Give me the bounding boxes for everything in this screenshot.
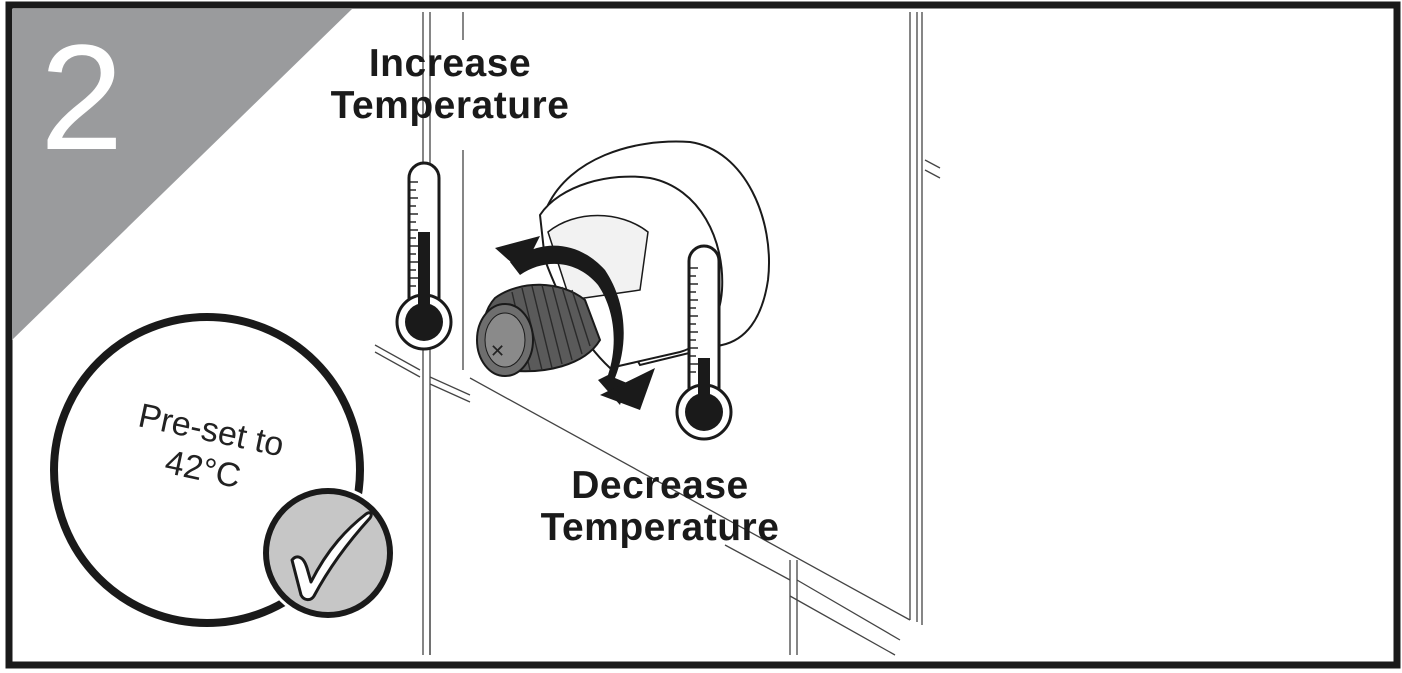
wall-tiles [374, 12, 941, 656]
svg-text:✕: ✕ [490, 341, 505, 361]
step-number: 2 [40, 13, 124, 181]
thermometer-low-icon [675, 244, 733, 441]
checkmark-icon [260, 485, 396, 621]
rotate-arrow-icon [495, 236, 655, 410]
increase-label-line2: Temperature [330, 84, 570, 127]
decrease-label-line1: Decrease [571, 464, 749, 507]
decrease-label: Decrease Temperature [510, 465, 810, 549]
increase-label: Increase Temperature [300, 43, 600, 127]
increase-label-line1: Increase [368, 42, 532, 85]
decrease-label-line2: Temperature [540, 506, 780, 549]
thermometer-high-icon [395, 161, 453, 351]
step-banner [12, 9, 352, 340]
